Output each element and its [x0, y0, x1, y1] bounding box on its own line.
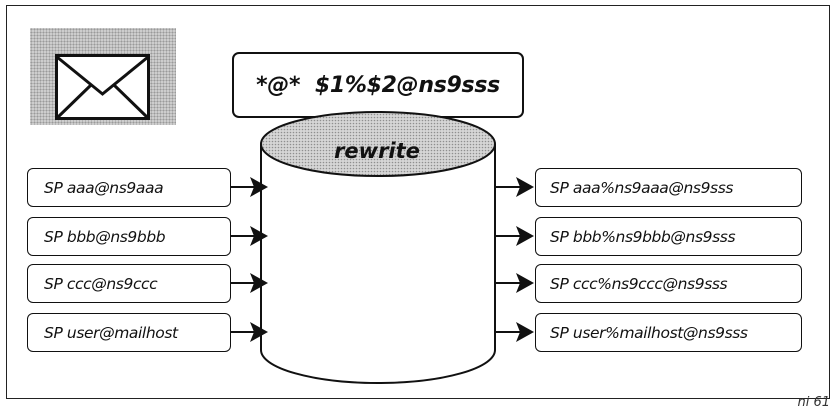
input-address-4: SP user@mailhost: [27, 313, 231, 352]
output-address-2: SP bbb%ns9bbb@ns9sss: [535, 217, 802, 256]
output-address-4: SP user%mailhost@ns9sss: [535, 313, 802, 352]
input-address-3: SP ccc@ns9ccc: [27, 264, 231, 303]
input-arrow-2: [231, 226, 268, 246]
input-arrow-3: [231, 273, 268, 293]
output-address-1: SP aaa%ns9aaa@ns9sss: [535, 168, 802, 207]
output-arrow-1: [494, 177, 534, 197]
rewrite-cylinder: [260, 111, 496, 384]
input-arrow-1: [231, 177, 268, 197]
rewrite-rule-text: *@* $1%$2@ns9sss: [256, 72, 500, 98]
output-address-3: SP ccc%ns9ccc@ns9sss: [535, 264, 802, 303]
input-address-1: SP aaa@ns9aaa: [27, 168, 231, 207]
rewrite-label: rewrite: [334, 139, 420, 163]
output-arrow-2: [494, 226, 534, 246]
output-arrow-3: [494, 273, 534, 293]
envelope-icon: [55, 54, 150, 120]
output-arrow-4: [494, 322, 534, 342]
input-arrow-4: [231, 322, 268, 342]
figure-reference: ni 61: [797, 395, 830, 410]
input-address-2: SP bbb@ns9bbb: [27, 217, 231, 256]
